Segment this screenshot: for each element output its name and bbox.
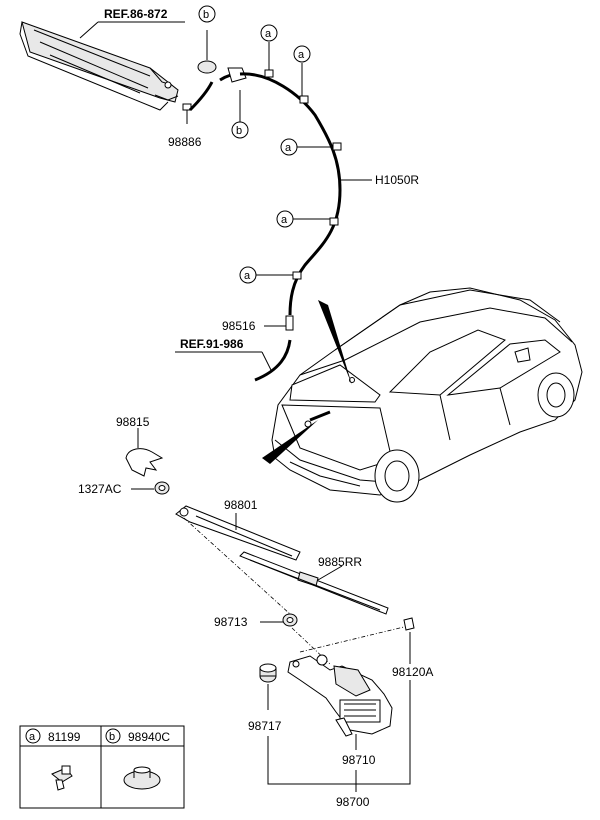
hose-to-body <box>254 339 292 382</box>
svg-text:a: a <box>244 270 251 282</box>
callout-b-mid <box>231 121 249 139</box>
part-98717-label: 98717 <box>248 719 282 733</box>
part-98516-label: 98516 <box>222 319 256 333</box>
wiper-cap-98815 <box>125 448 164 477</box>
part-98886-label: 98886 <box>168 135 202 149</box>
grommet-98717 <box>259 663 277 683</box>
nozzle-98886 <box>182 103 192 124</box>
legend-b-part: 98940C <box>128 730 170 744</box>
callout-a-4 <box>276 210 294 228</box>
pointer-nozzle <box>318 300 352 385</box>
svg-text:a: a <box>298 49 305 61</box>
wiper-blade-9885rr <box>239 551 389 615</box>
callout-a-5 <box>239 266 257 284</box>
fitting-98120a <box>403 617 415 631</box>
svg-text:a: a <box>285 142 292 154</box>
rear-spoiler-assembly <box>19 21 179 111</box>
joint-98516 <box>285 315 294 331</box>
part-1327ac-label: 1327AC <box>78 482 122 496</box>
callout-a-3 <box>280 138 298 156</box>
part-98713-label: 98713 <box>214 615 248 629</box>
part-98801-label: 98801 <box>224 498 258 512</box>
clip-81199-icon <box>51 765 73 791</box>
svg-text:b: b <box>236 125 242 137</box>
grommet-b-top <box>197 30 217 74</box>
ref-91-986-label: REF.91-986 <box>180 337 244 351</box>
callout-a-1 <box>260 24 278 42</box>
svg-text:a: a <box>265 28 272 40</box>
grommet-98713 <box>282 613 298 627</box>
part-h1050r-label: H1050R <box>375 173 419 187</box>
legend-callout-b <box>105 728 121 744</box>
part-9885rr-label: 9885RR <box>318 555 362 569</box>
wiper-arm-98801 <box>175 505 301 561</box>
svg-text:a: a <box>281 214 288 226</box>
callout-a-2 <box>293 45 311 63</box>
hatchback-car <box>271 287 583 503</box>
legend-a-letter: a <box>29 731 36 743</box>
wiper-motor-98710 <box>287 654 393 737</box>
legend-a-part: 81199 <box>48 730 81 744</box>
assembly-bracket-98700 <box>267 680 411 785</box>
legend-table <box>19 725 185 809</box>
ref-86-872-label: REF.86-872 <box>104 7 168 21</box>
nut-1327ac <box>154 481 170 495</box>
legend-b-letter: b <box>109 731 115 743</box>
grommet-98940c-icon <box>123 766 161 790</box>
hose-connector <box>188 67 247 112</box>
part-98120a-label: 98120A <box>392 665 433 679</box>
legend-callout-a <box>25 728 41 744</box>
pointer-wiper <box>262 420 318 464</box>
part-98700-label: 98700 <box>336 795 370 809</box>
svg-text:b: b <box>203 9 209 21</box>
callout-b-top <box>198 5 216 23</box>
guide-line-arm <box>183 517 291 615</box>
part-98710-label: 98710 <box>342 753 376 767</box>
part-98815-label: 98815 <box>116 415 150 429</box>
guide-line-cap <box>299 625 409 653</box>
